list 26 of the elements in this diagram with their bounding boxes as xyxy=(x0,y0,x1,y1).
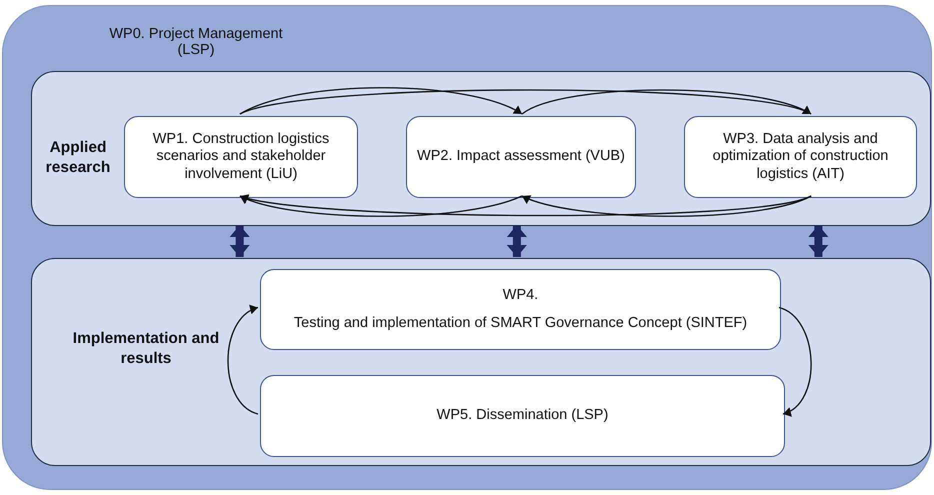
work-package-description: Testing and implementation of SMART Governance Concept (SINTEF) xyxy=(294,314,748,332)
work-package-box xyxy=(260,269,781,350)
curved-arrow xyxy=(227,306,258,415)
work-package-title: WP2. Impact assessment (VUB) xyxy=(417,148,625,166)
section-heading: Applied research xyxy=(44,138,112,178)
work-package-title: WP1. Construction logistics scenarios and stakeholder involvement (LiU) xyxy=(152,130,330,184)
curved-arrow xyxy=(240,194,522,217)
curved-arrow xyxy=(522,194,812,217)
work-package-box xyxy=(124,116,358,198)
section-panel xyxy=(31,71,931,226)
section-panel xyxy=(31,258,931,466)
double-arrow xyxy=(808,225,828,257)
outer-panel xyxy=(2,5,932,490)
work-package-title: WP0. Project Management (LSP) xyxy=(108,26,284,58)
work-package-box xyxy=(684,116,917,198)
work-package-box xyxy=(406,116,636,198)
work-package-title: WP3. Data analysis and optimization of construction logistics (AIT) xyxy=(712,130,890,184)
work-package-title: WP4. xyxy=(502,287,538,304)
curved-arrow xyxy=(240,87,522,115)
work-package-title: WP5. Dissemination (LSP) xyxy=(436,407,608,425)
section-heading: Implementation and results xyxy=(72,329,220,370)
double-arrow xyxy=(230,225,250,257)
double-arrow xyxy=(506,225,527,257)
curved-arrow xyxy=(778,306,812,416)
curved-arrow xyxy=(522,89,812,116)
work-package-box xyxy=(260,375,785,457)
